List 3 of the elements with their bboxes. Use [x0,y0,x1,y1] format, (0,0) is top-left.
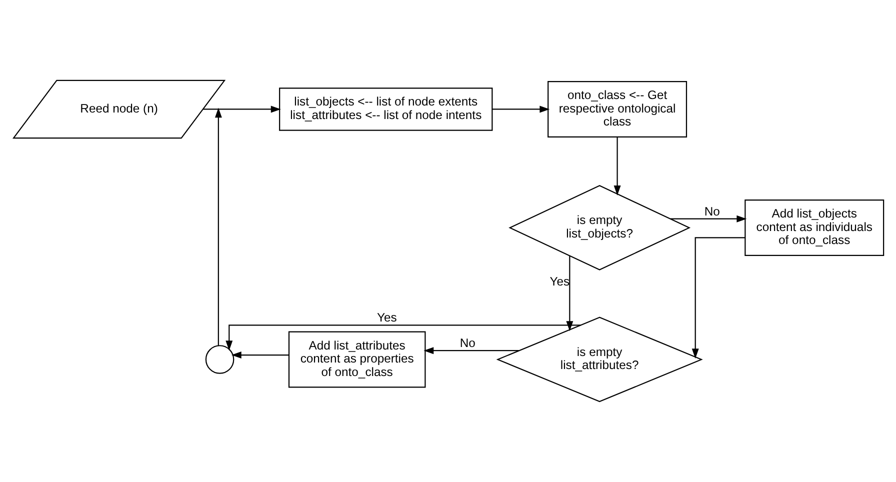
edge-label: No [459,336,475,350]
edge-label: No [704,204,720,218]
edge-label: Yes [376,310,396,325]
